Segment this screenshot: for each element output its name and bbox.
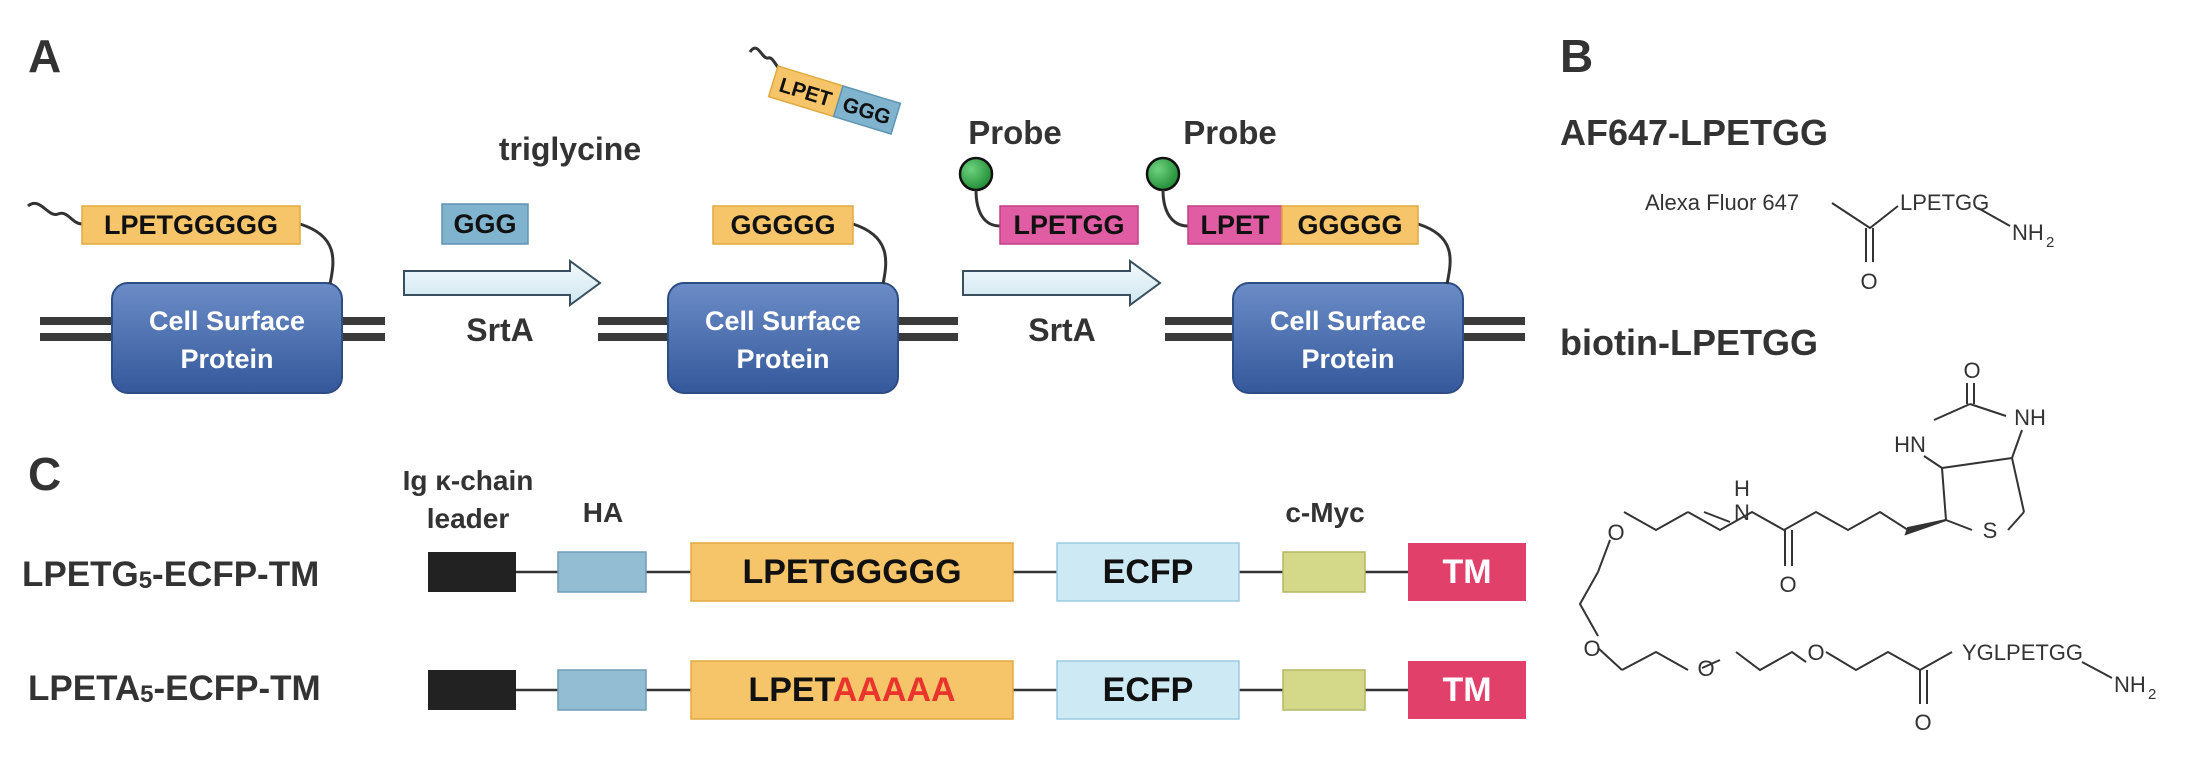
linker-carbonyl-o: O	[1779, 572, 1796, 597]
biotin-ring-nh: NH	[2014, 405, 2046, 430]
af647-title: AF647-LPETGG	[1560, 112, 1828, 153]
ggg-text: GGG	[453, 209, 516, 239]
ha-label: HA	[583, 497, 623, 528]
construct-1-name: LPETG5-ECFP-TM	[22, 555, 319, 594]
tether-1	[299, 222, 335, 285]
biotin-ring-s: S	[1983, 518, 1998, 543]
triglycine-label: triglycine	[499, 131, 641, 167]
protein-2-line1: Cell Surface	[705, 306, 861, 336]
construct-row-1: LPETG5-ECFP-TM LPETGGGGG ECFP TM	[22, 542, 1526, 602]
construct-row-2: LPETA5-ECFP-TM LPETAAAAA ECFP TM	[28, 660, 1526, 720]
ha-box-1	[557, 551, 647, 593]
ecfp-box-1	[1056, 542, 1240, 602]
ether-o-2: O	[1583, 636, 1600, 661]
biotin-ring-hn: HN	[1894, 432, 1926, 457]
srta-label-1: SrtA	[466, 312, 534, 348]
af647-structure: Alexa Fluor 647 O LPETGG NH 2	[1645, 190, 2054, 294]
ecfp-box-2	[1056, 660, 1240, 720]
af647-dye-label: Alexa Fluor 647	[1645, 190, 1799, 215]
biotin-structure	[1578, 383, 2113, 704]
tm-text-2: TM	[1442, 671, 1491, 709]
ecfp-text-2: ECFP	[1103, 671, 1194, 709]
probe-ball-2	[1145, 156, 1181, 192]
ether-o-4: O	[1807, 640, 1824, 665]
leader-label-line2: leader	[427, 503, 510, 534]
ha-box-2	[557, 669, 647, 711]
lpet-box-1	[690, 542, 1014, 602]
myc-box-2	[1282, 669, 1366, 711]
panel-b-label: B	[1560, 30, 1593, 82]
lpet-box-1-text: LPETGGGGG	[742, 553, 961, 591]
peptide-carbonyl-o: O	[1914, 710, 1931, 735]
protein-1-line1: Cell Surface	[149, 306, 305, 336]
probe-linker-1	[974, 189, 1001, 228]
product-lpet-text: LPET	[1200, 210, 1270, 240]
protein-2-line2: Protein	[736, 344, 829, 374]
tm-box-1	[1408, 543, 1526, 601]
cell-surface-protein-3: Cell Surface Protein	[1232, 282, 1464, 394]
lpetggggg-tag-1: LPETGGGGG	[81, 205, 301, 245]
biotin-title: biotin-LPETGG	[1560, 322, 1818, 363]
cell-surface-protein-1: Cell Surface Protein	[111, 282, 343, 394]
ether-o-1: O	[1607, 520, 1624, 545]
lpet-box-2-text: LPETAAAAA	[748, 671, 955, 709]
panel-c-label: C	[28, 448, 61, 500]
probe-ball-1	[958, 156, 994, 192]
af647-nh-sub: 2	[2046, 234, 2054, 251]
lpet-box-2	[690, 660, 1014, 720]
protein-1-line2: Protein	[180, 344, 273, 374]
biotin-atom-labels: O NH HN S N H O O O O O O YGLPETGG NH 2	[1583, 358, 2156, 735]
biotin-ureido-o: O	[1963, 358, 1980, 383]
labeled-product-tag: LPET GGGGG	[1187, 205, 1419, 245]
reaction-arrow-1	[403, 259, 602, 307]
substrate-text: LPETGG	[1013, 210, 1124, 240]
tether-2	[852, 222, 888, 285]
construct-2-name: LPETA5-ECFP-TM	[28, 669, 321, 708]
ecfp-text-1: ECFP	[1103, 553, 1194, 591]
protein-3-line1: Cell Surface	[1270, 306, 1426, 336]
linker-h: H	[1734, 476, 1750, 501]
leader-label-line1: Ig κ-chain	[403, 465, 534, 496]
product-ggggg-text: GGGGG	[1297, 210, 1402, 240]
ggg-box: GGG	[441, 203, 529, 245]
panel-a-label: A	[28, 30, 61, 82]
squiggle-tail-1	[27, 202, 83, 226]
srta-label-2: SrtA	[1028, 312, 1096, 348]
tm-text-1: TM	[1442, 553, 1491, 591]
probe-linker-2	[1161, 189, 1189, 228]
af647-carbonyl-o: O	[1860, 269, 1877, 294]
tether-3	[1417, 222, 1452, 285]
leaving-group-lpet-ggg: LPET GGG	[767, 65, 902, 135]
linker-n: N	[1734, 500, 1750, 525]
myc-box-1	[1282, 551, 1366, 593]
tag-1-text: LPETGGGGG	[104, 210, 278, 240]
leader-box-1	[428, 552, 516, 592]
biotin-nh: NH	[2114, 672, 2146, 697]
af647-nh: NH	[2012, 220, 2044, 245]
reaction-arrow-2	[962, 259, 1162, 307]
af647-peptide: LPETGG	[1900, 190, 1989, 215]
ether-o-3: O	[1697, 656, 1714, 681]
lpetgg-substrate: LPETGG	[999, 205, 1139, 245]
myc-label: c-Myc	[1285, 497, 1364, 528]
ggggg-tag-2: GGGGG	[712, 205, 854, 245]
probe-label-1: Probe	[968, 114, 1062, 151]
tag-2-text: GGGGG	[730, 210, 835, 240]
biotin-nh-sub: 2	[2148, 686, 2156, 703]
cell-surface-protein-2: Cell Surface Protein	[667, 282, 899, 394]
biotin-peptide: YGLPETGG	[1962, 640, 2083, 665]
leader-box-2	[428, 670, 516, 710]
tm-box-2	[1408, 661, 1526, 719]
probe-label-2: Probe	[1183, 114, 1277, 151]
protein-3-line2: Protein	[1301, 344, 1394, 374]
